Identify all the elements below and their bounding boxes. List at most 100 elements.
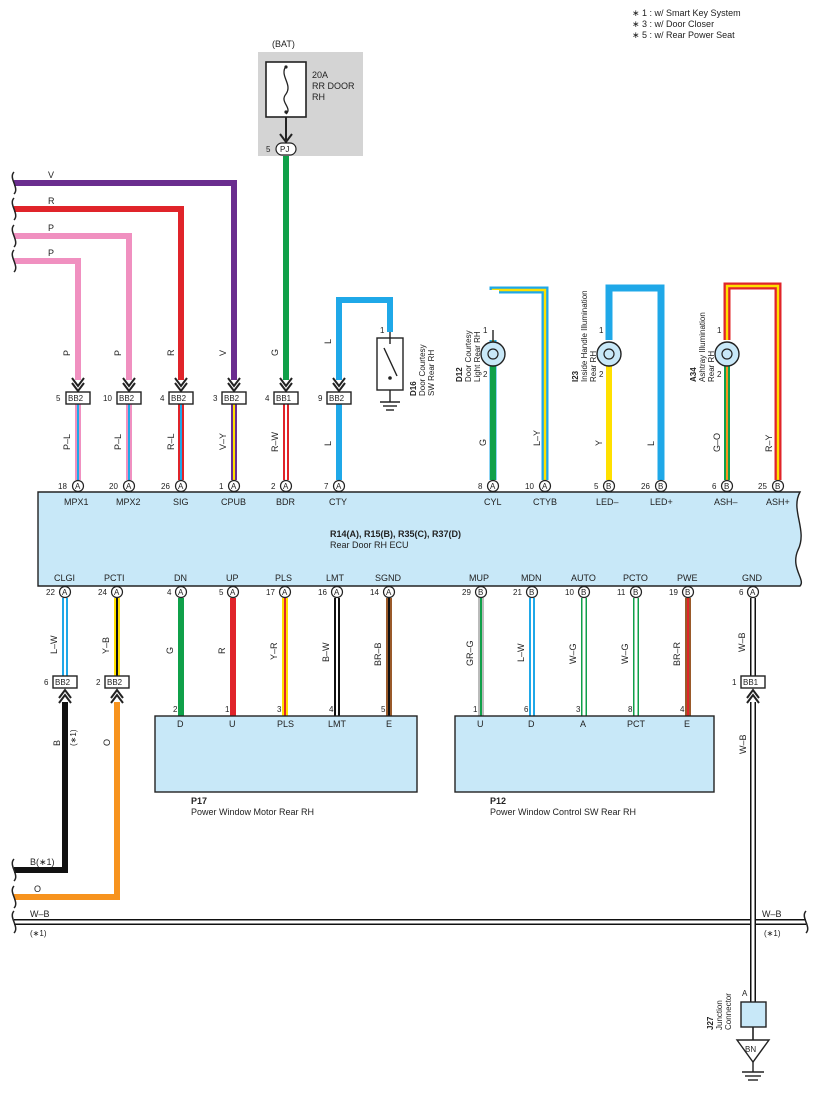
ecu-body [37, 491, 803, 587]
connector-name: BB2 [68, 394, 84, 403]
pin-name: BDR [276, 497, 296, 507]
pin-letter: A [334, 588, 340, 597]
ground-point-id: BN [745, 1045, 756, 1054]
fuse-dot-top [284, 65, 288, 69]
pin-number: 25 [758, 482, 767, 491]
pin-circle [746, 585, 760, 599]
ecu-connectors: R14(A), R15(B), R35(C), R37(D) [330, 529, 461, 539]
wire-code: R–W [270, 431, 280, 452]
pin-number: 29 [462, 588, 471, 597]
pin-name: ASH+ [766, 497, 790, 507]
connector-box [221, 391, 247, 405]
pin-name: MPX1 [64, 497, 89, 507]
sw-pin-label: U [477, 719, 484, 729]
sw-pin-num: 6 [524, 705, 529, 714]
break-mark-2 [11, 197, 17, 221]
pin-name: PLS [275, 573, 292, 583]
note-1: ∗ 1 : w/ Smart Key System [632, 8, 741, 18]
motor-body [154, 715, 418, 793]
lamp-pin2: 2 [717, 370, 722, 379]
switch-name-1: Door Courtesy [418, 344, 427, 396]
lamp-i23-loop [605, 284, 665, 480]
pin-number: 4 [167, 588, 172, 597]
sw-pin-num: 3 [576, 705, 581, 714]
wire-code: W–B [738, 734, 748, 754]
left-wire-code: V [48, 170, 54, 180]
pin-number: 1 [219, 482, 224, 491]
motor-name: Power Window Motor Rear RH [191, 807, 314, 817]
junction-connector: A BN J27 Junction Connector [706, 989, 771, 1081]
lamp-filament-icon [721, 348, 733, 360]
pin-name: CTY [329, 497, 347, 507]
chevron-icon [71, 377, 85, 393]
wire-code: BR–R [672, 641, 682, 666]
fuse-icon [283, 65, 289, 115]
connector-pin: 5 [56, 394, 61, 403]
lamp-pin1: 1 [717, 326, 722, 335]
chevron-up-icon [746, 688, 760, 704]
top-wires [14, 156, 393, 380]
pin-name: CLGI [54, 573, 75, 583]
wire-code: Y [594, 440, 604, 446]
note-5: ∗ 5 : w/ Rear Power Seat [632, 30, 735, 40]
pin-circle [538, 479, 552, 493]
chevron-icon [227, 377, 241, 393]
pin-letter: A [542, 482, 548, 491]
wire-code: W–G [568, 643, 578, 664]
wire-r [14, 206, 184, 380]
sw-pin-label: A [580, 719, 586, 729]
control-sw-body [454, 715, 715, 793]
pin-number: 8 [478, 482, 483, 491]
sw-pin-label: D [528, 719, 535, 729]
pin-name: MUP [469, 573, 489, 583]
bottom-break-marks [11, 858, 809, 934]
pin-circle [110, 585, 124, 599]
break-mark-3 [11, 224, 17, 248]
break-mark [11, 910, 17, 934]
ecu: R14(A), R15(B), R35(C), R37(D) Rear Door… [37, 491, 803, 587]
motor-pin-label: E [386, 719, 392, 729]
notes: ∗ 1 : w/ Smart Key System ∗ 3 : w/ Door … [632, 8, 741, 40]
lamp-filament-icon [487, 348, 499, 360]
fuse-chevron-icon [279, 133, 293, 144]
pin-number: 11 [617, 588, 626, 597]
pin-circle [332, 479, 346, 493]
junction-id: J27 [706, 1016, 715, 1030]
pin-name: CPUB [221, 497, 246, 507]
pin-name: ASH– [714, 497, 738, 507]
connector-bb2-5: BB2 5 [56, 377, 91, 405]
lamp-name-2: Rear RH [589, 351, 598, 382]
chevron-icon [174, 377, 188, 393]
motor-pin-label: LMT [328, 719, 347, 729]
left-wire-labels: V R P P [48, 170, 55, 258]
pin-letter: A [336, 482, 342, 491]
wire-code: P–L [62, 434, 72, 450]
pin-letter: A [178, 588, 184, 597]
chevron-up-icon [110, 688, 124, 704]
chevron-icon [332, 377, 346, 393]
pin-letter: A [231, 482, 237, 491]
connector-bb2-2: BB2 2 O [96, 675, 130, 746]
motor-pin-num: 5 [381, 705, 386, 714]
pin-number: 24 [98, 588, 107, 597]
top-connector-drops [75, 404, 342, 480]
connector-bb2-4: BB2 4 [160, 377, 194, 405]
sw-pin-num: 4 [680, 705, 685, 714]
left-wire-code: P [48, 248, 54, 258]
lamp-name-2: Light Rear RH [473, 331, 482, 382]
connector-box [52, 675, 78, 689]
lamp-name-1: Inside Handle Illumination [580, 290, 589, 382]
chevron-icon [279, 377, 293, 393]
wire-l-switch [336, 297, 393, 380]
pin-circle [122, 479, 136, 493]
lower-connectors: BB2 6 B (∗1) BB2 2 O BB1 1 W–B [44, 675, 766, 754]
wire-code: G–O [712, 433, 722, 452]
lamp-wire-codes: G L–Y Y L G–O R–Y [478, 430, 774, 452]
pin-letter: B [633, 588, 638, 597]
connector-pin: 1 [732, 678, 737, 687]
wire-code: R–Y [764, 434, 774, 452]
connector-pin: 9 [318, 394, 323, 403]
lamp-id: I23 [571, 370, 580, 382]
pin-number: 26 [641, 482, 650, 491]
connector-pin: 4 [265, 394, 270, 403]
